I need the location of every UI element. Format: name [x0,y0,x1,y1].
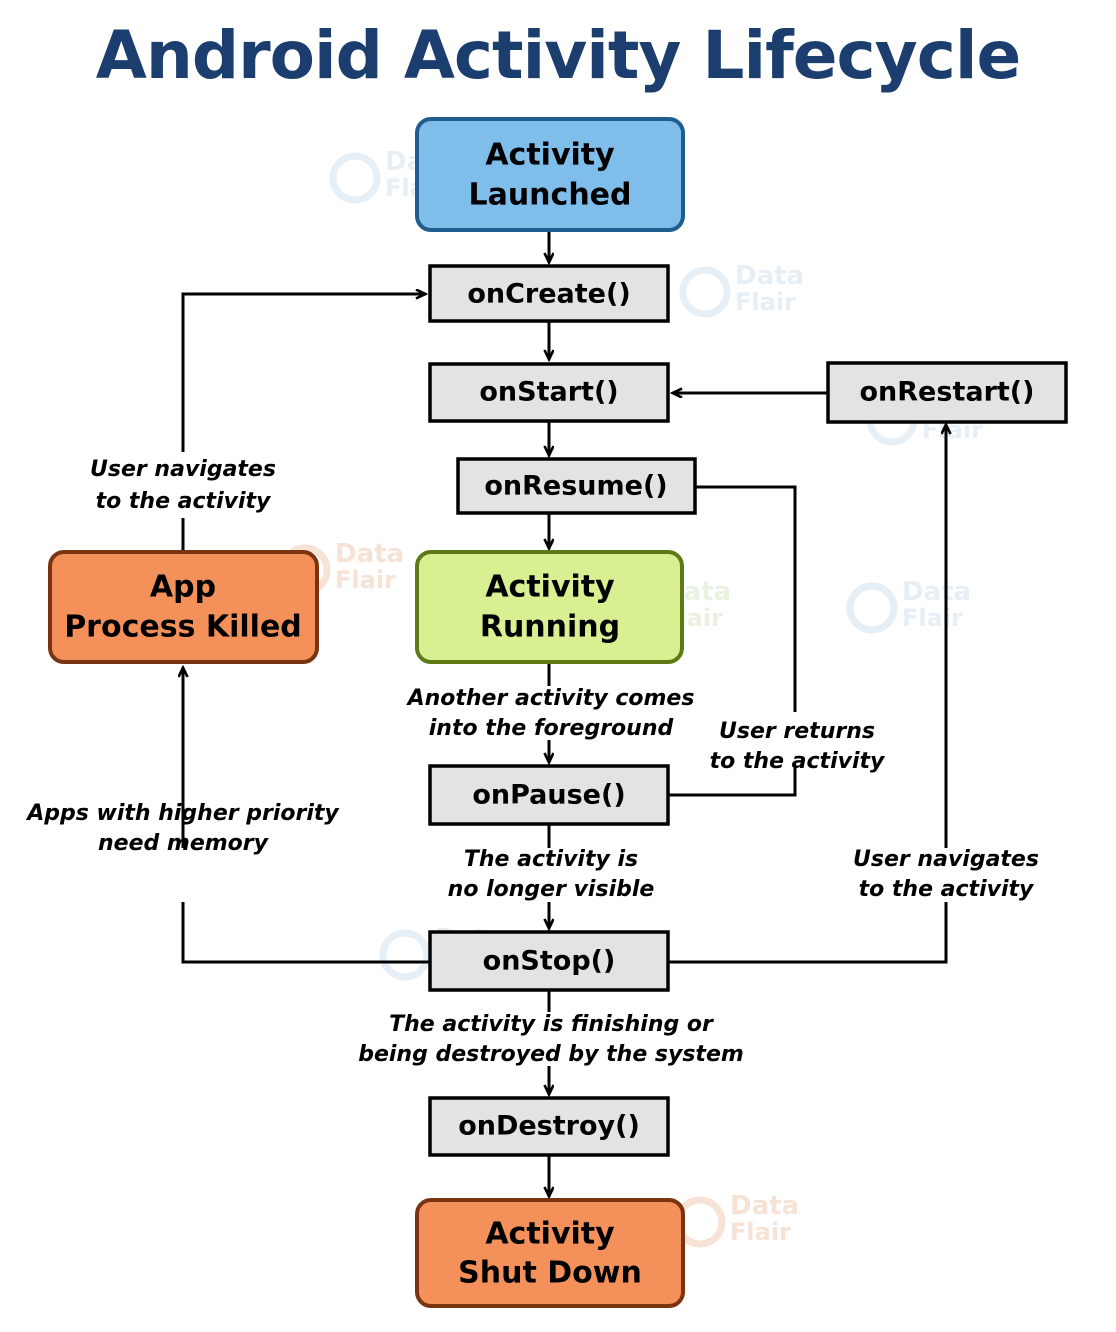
on-start-label: onStart() [479,377,618,408]
edge-label-line1: Apps with higher priority [25,801,340,826]
node-activity-shut-down[interactable]: Activity Shut Down [415,1198,685,1308]
activity-shut-down-box[interactable] [415,1198,685,1308]
edge-label-pause-to-stop: The activity is no longer visible [448,847,655,902]
app-process-killed-label-line2: Process Killed [64,610,302,645]
activity-launched-label-line1: Activity [485,138,615,173]
node-on-restart[interactable]: onRestart() [826,361,1068,424]
activity-running-label-line2: Running [480,610,620,645]
edge-onpause-to-onresume-upper [695,485,797,712]
edge-label-line2: need memory [98,831,270,856]
node-app-process-killed[interactable]: App Process Killed [48,550,319,664]
edge-onpause-to-onresume-lower [668,768,797,797]
edge-label-line2: being destroyed by the system [358,1042,744,1067]
watermark-line1: Data [730,1191,799,1221]
edge-label-running-to-pause: Another activity comes into the foregrou… [406,686,695,741]
edge-label-line2: to the activity [710,749,886,774]
node-on-pause[interactable]: onPause() [428,764,670,826]
edge-label-line2: no longer visible [448,877,655,902]
activity-shut-down-label-line2: Shut Down [458,1256,642,1291]
edge-label-pause-to-resume: User returns to the activity [710,719,886,774]
watermark-line2: Flair [902,604,963,632]
edge-label-line1: User navigates [90,457,276,482]
edge-label-line1: Another activity comes [406,686,695,711]
watermark-line2: Flair [735,288,796,316]
node-activity-running[interactable]: Activity Running [415,550,684,664]
app-process-killed-box[interactable] [48,550,319,664]
watermark-line2: Flair [730,1218,791,1246]
on-pause-label: onPause() [472,780,625,811]
edge-onstop-to-onrestart-lower [668,902,948,964]
on-create-label: onCreate() [467,279,630,310]
on-destroy-label: onDestroy() [458,1111,640,1142]
on-restart-label: onRestart() [860,377,1035,408]
edge-label-killed-to-create: User navigates to the activity [90,457,276,514]
on-restart-box[interactable] [826,361,1068,424]
watermark-line1: Data [902,577,971,607]
edge-label-stop-to-destroy: The activity is finishing or being destr… [358,1012,744,1067]
edge-label-line1: User navigates [853,847,1039,872]
edge-label-line1: The activity is finishing or [389,1012,714,1037]
edge-label-line1: User returns [719,719,875,744]
watermark-line1: Data [735,261,804,291]
activity-launched-label-line2: Launched [468,178,631,213]
node-on-resume[interactable]: onResume() [456,457,697,515]
on-start-box[interactable] [428,362,670,423]
on-create-box[interactable] [428,264,670,323]
on-stop-label: onStop() [483,946,616,977]
node-on-start[interactable]: onStart() [428,362,670,423]
edge-label-stop-to-restart: User navigates to the activity [853,847,1039,902]
watermark-line2: Flair [335,566,396,594]
watermark-logo: Data Flair [846,577,971,634]
watermark-logo: Data Flair [674,1191,799,1248]
activity-shut-down-label-line1: Activity [485,1217,615,1252]
app-process-killed-label-line1: App [150,570,216,605]
node-on-destroy[interactable]: onDestroy() [428,1096,670,1157]
edge-label-line2: into the foreground [429,716,674,741]
edge-label-line2: to the activity [859,877,1035,902]
edge-label-line2: to the activity [96,489,272,514]
on-stop-box[interactable] [428,930,670,992]
on-destroy-box[interactable] [428,1096,670,1157]
watermark-logo: Data Flair [679,261,804,318]
edge-onstop-to-killed-lower [181,902,430,964]
watermark-line1: Data [335,539,404,569]
activity-running-box[interactable] [415,550,684,664]
node-on-stop[interactable]: onStop() [428,930,670,992]
edge-labels: User navigates to the activity Apps with… [25,457,1039,1067]
node-activity-launched[interactable]: Activity Launched [415,117,685,232]
edge-killed-to-oncreate-upper [181,294,425,452]
connectors [183,230,946,1196]
on-resume-label: onResume() [484,471,667,502]
on-pause-box[interactable] [428,764,670,826]
edge-label-line1: The activity is [464,847,638,872]
node-on-create[interactable]: onCreate() [428,264,670,323]
page-title: Android Activity Lifecycle [96,17,1020,94]
activity-launched-box[interactable] [415,117,685,232]
activity-running-label-line1: Activity [485,570,615,605]
on-resume-box[interactable] [456,457,697,515]
edge-label-stop-to-killed: Apps with higher priority need memory [25,801,340,856]
